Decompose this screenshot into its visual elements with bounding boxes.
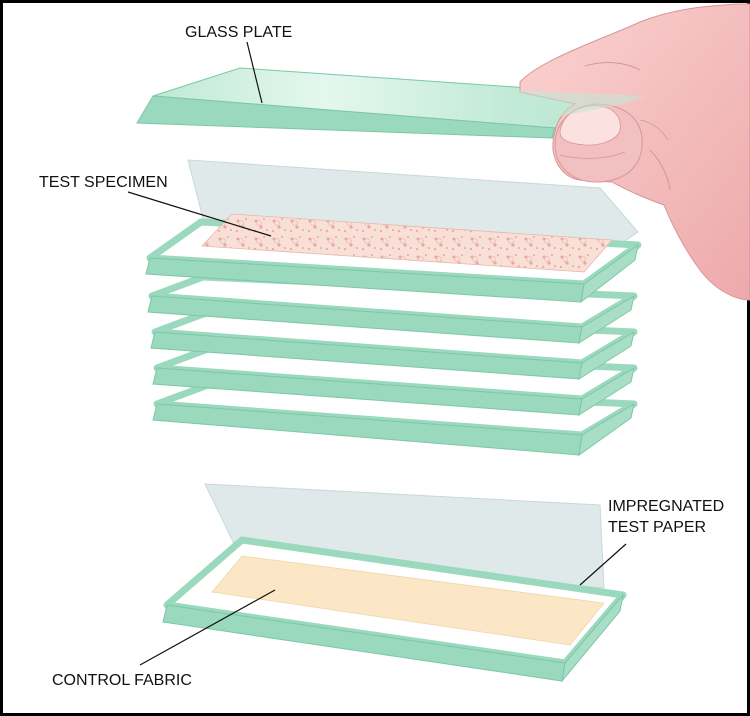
stacked-plate-3 [150,309,638,381]
impregnated-test-paper [204,483,605,589]
glass-plate-label: GLASS PLATE [185,24,292,41]
hand-icon [510,3,750,301]
stacked-plate-5 [152,381,638,457]
impregnated-label-line2: TEST PAPER [608,519,706,536]
glass-plate-leader [246,41,263,104]
control-fabric-swatch [211,555,605,646]
stacked-plate-2 [147,273,638,345]
stacked-plate-4 [152,345,638,417]
specimen-glass-plate [145,213,642,304]
test-specimen-leader [127,191,272,237]
control-fabric-leader [139,589,276,666]
control-fabric-label: CONTROL FABRIC [52,672,192,689]
control-glass-plate [162,536,627,683]
impregnated-label-line1: IMPREGNATED [608,498,724,515]
test-specimen-fabric [201,213,613,273]
impregnated-paper-leader [579,543,627,586]
test-specimen-label: TEST SPECIMEN [39,174,168,191]
